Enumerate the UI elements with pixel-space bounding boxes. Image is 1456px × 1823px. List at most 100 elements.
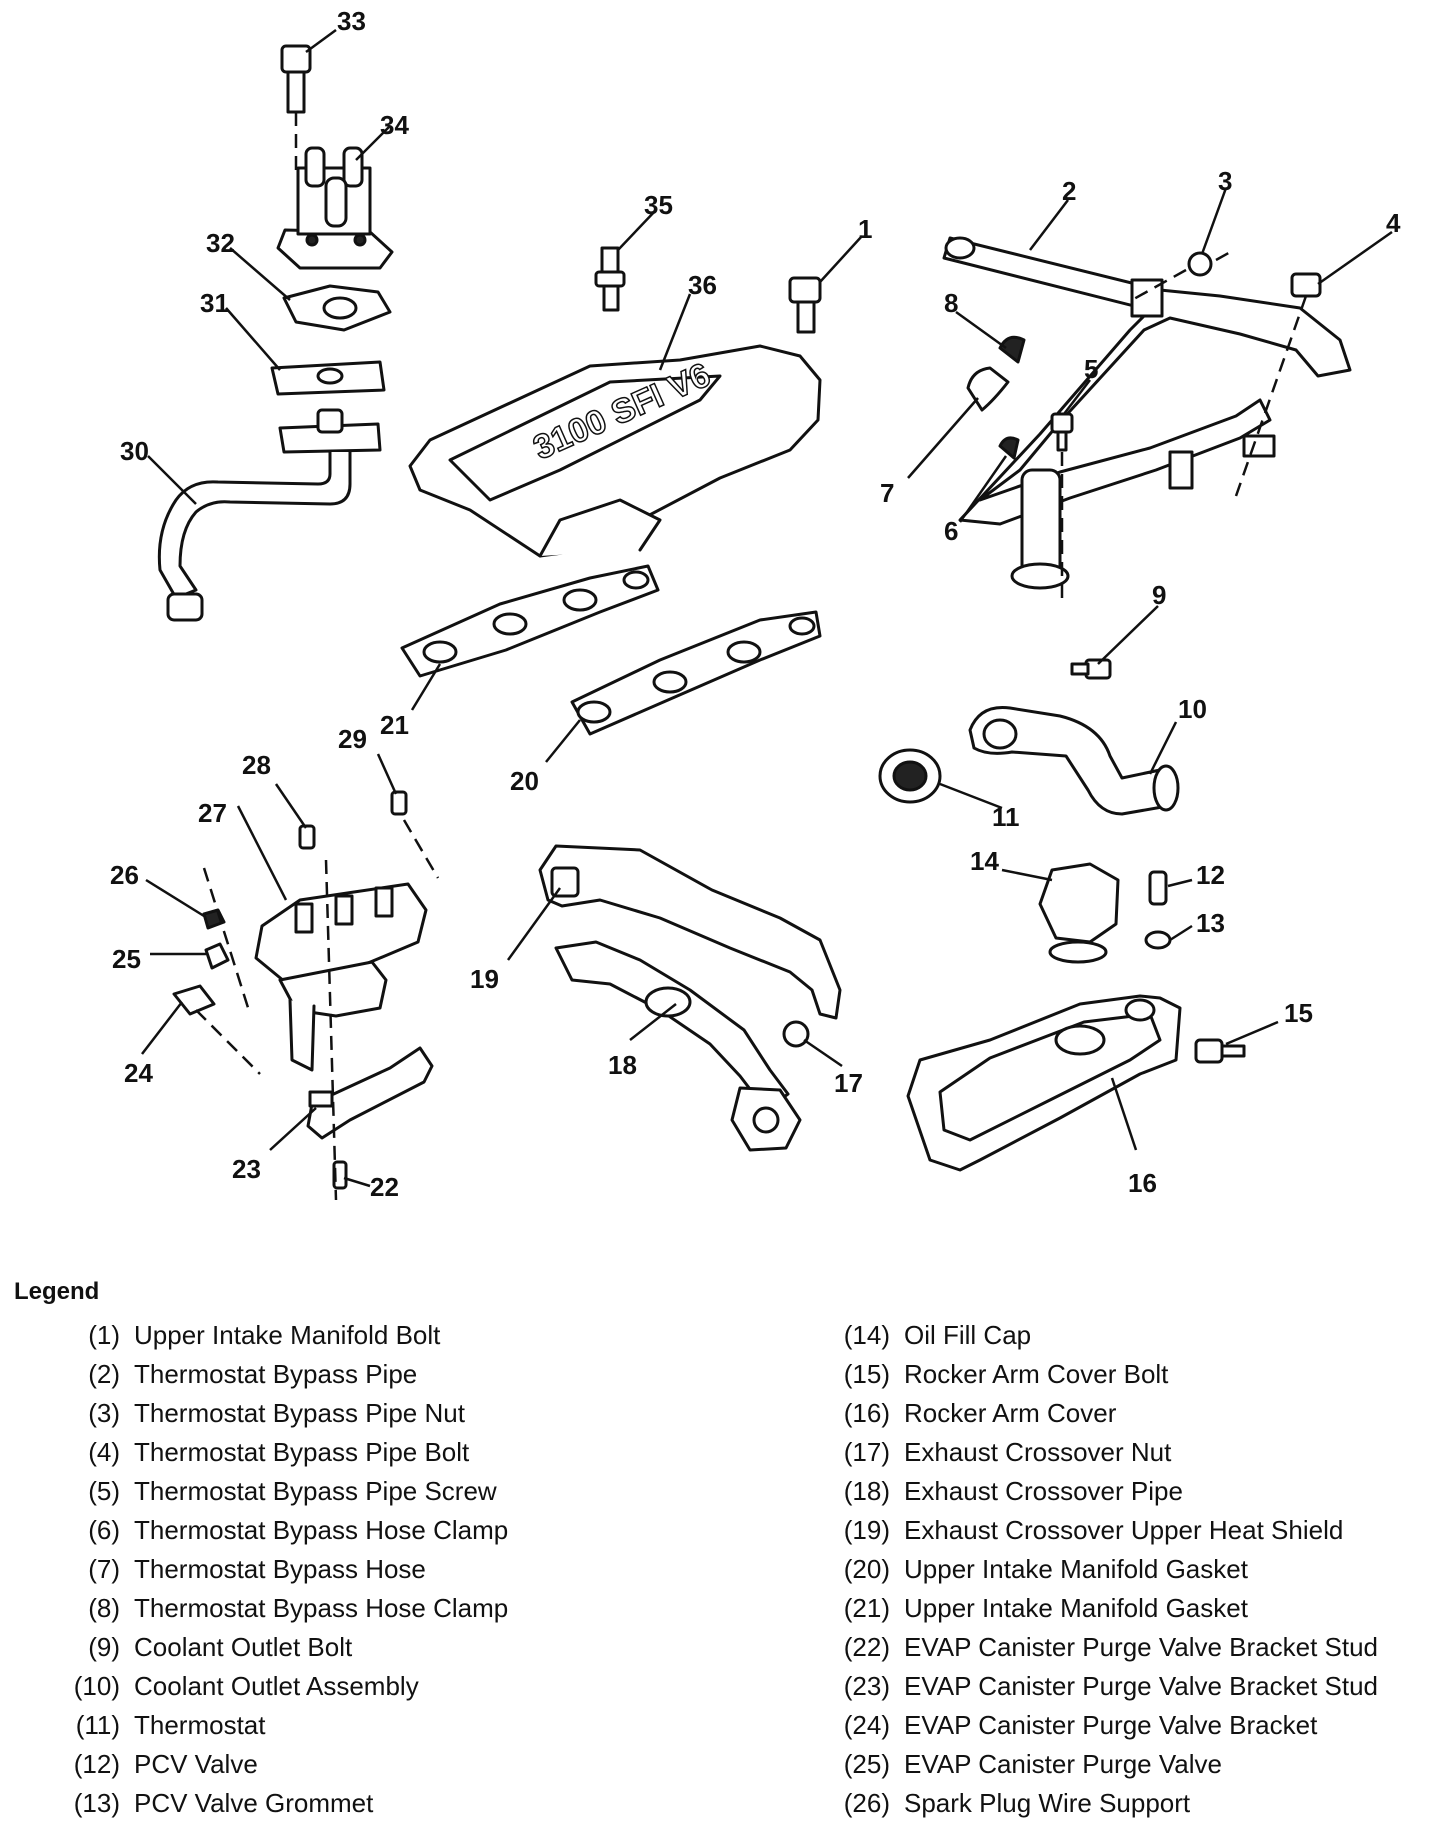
part-30-pipe [157,408,382,622]
legend-item: (7) Thermostat Bypass Hose [54,1550,508,1589]
callout-1: 1 [858,214,872,244]
callout-4: 4 [1386,208,1401,238]
legend-number: (8) [88,1593,120,1623]
legend-item: (2)Thermostat Bypass Pipe [54,1355,508,1394]
callout-29: 29 [338,724,367,754]
part-32-gasket [282,284,392,332]
callout-11: 11 [992,802,1020,832]
legend-label: EVAP Canister Purge Valve [904,1749,1222,1779]
callout-30: 30 [120,436,149,466]
legend-item: (14)Oil Fill Cap [824,1316,1378,1355]
legend-item: (10)Coolant Outlet Assembly [54,1667,508,1706]
callout-32: 32 [206,228,235,258]
part-34-ignition-assembly [276,146,394,270]
legend-label: Upper Intake Manifold Bolt [134,1320,441,1350]
legend-item: (22)EVAP Canister Purge Valve Bracket St… [824,1628,1378,1667]
legend-column-left: (1) Upper Intake Manifold Bolt (2)Thermos… [54,1316,509,1823]
legend-label: Coolant Outlet Bolt [134,1632,353,1662]
legend-label: Rocker Arm Cover [904,1398,1117,1428]
callout-8: 8 [944,288,958,318]
callout-26: 26 [110,860,139,890]
legend-label: Spark Plug Wire Support [904,1788,1191,1818]
legend-number: (10) [73,1671,120,1701]
legend-label: PCV Valve [134,1749,258,1779]
legend-label: Thermostat Bypass Hose Clamp [134,1515,509,1545]
part-14-oil-fill-cap [1038,862,1120,964]
callout-10: 10 [1178,694,1207,724]
legend-number: (3) [88,1398,120,1428]
legend-label: Thermostat Bypass Pipe Screw [134,1476,497,1506]
legend-item: (21) Upper Intake Manifold Gasket [824,1589,1378,1628]
callout-12: 12 [1196,860,1225,890]
legend-item: (16) Rocker Arm Cover [824,1394,1378,1433]
legend-number: (23) [843,1671,890,1701]
legend-label: Rocker Arm Cover Bolt [904,1359,1169,1389]
legend-number: (12) [73,1749,120,1779]
part-10-coolant-outlet [968,705,1180,816]
part-13-grommet [1144,930,1172,950]
part-11-thermostat [878,748,942,804]
callout-18: 18 [608,1050,637,1080]
callout-numbers: 33 34 32 31 30 35 36 1 2 3 4 5 8 7 6 9 1… [110,6,1401,1202]
legend-item: (1) Upper Intake Manifold Bolt [54,1316,508,1355]
legend-number: (17) [843,1437,890,1467]
part-25-purge-valve [204,942,230,970]
legend-number: (7) [88,1554,120,1584]
legend-number: (19) [843,1515,890,1545]
legend-number: (21) [843,1593,890,1623]
part-36-upper-intake-manifold: 3100 SFI V6 [408,344,822,558]
legend-title: Legend [14,1278,100,1305]
callout-27: 27 [198,798,227,828]
callout-22: 22 [370,1172,399,1202]
callout-23: 23 [232,1154,261,1184]
part-4-bolt [1290,272,1322,298]
part-20-gasket [570,610,822,736]
callout-20: 20 [510,766,539,796]
legend-number: (1) [88,1320,120,1350]
callout-24: 24 [124,1058,153,1088]
callout-2: 2 [1062,176,1076,206]
legend-item: (11) Thermostat [54,1706,508,1745]
legend-number: (25) [843,1749,890,1779]
legend-label: PCV Valve Grommet [134,1788,374,1818]
legend-item: (24) EVAP Canister Purge Valve Bracket [824,1706,1378,1745]
legend-number: (26) [843,1788,890,1818]
part-22-stud [332,1160,348,1190]
part-12-pcv-valve [1148,870,1168,906]
legend-label: Upper Intake Manifold Gasket [904,1593,1248,1623]
part-9-bolt [1070,658,1112,680]
legend-label: Oil Fill Cap [904,1320,1032,1350]
callout-17: 17 [834,1068,863,1098]
legend-column-right: (14)Oil Fill Cap (15) Rocker Arm Cover Bo… [824,1316,1378,1823]
part-17-nut [782,1020,810,1048]
legend-label: Thermostat Bypass Pipe [134,1359,418,1389]
part-1-bolt [788,276,822,334]
part-24-bracket [172,984,216,1016]
legend-label: Thermostat [134,1710,266,1740]
legend-number: (11) [75,1710,120,1740]
legend-number: (24) [843,1710,890,1740]
legend: Legend (1) Upper Intake Manifold Bolt (2)… [0,1268,1456,1818]
part-21-gasket [400,564,660,678]
callout-21: 21 [380,710,409,740]
legend-item: (25) EVAP Canister Purge Valve [824,1745,1378,1784]
part-29-stud [390,790,408,816]
legend-item: (18)Exhaust Crossover Pipe [824,1472,1378,1511]
legend-label: Thermostat Bypass Hose [134,1554,426,1584]
bypass-pipe-riser [1010,468,1070,590]
legend-number: (6) [88,1515,120,1545]
legend-label: EVAP Canister Purge Valve Bracket Stud [904,1671,1379,1701]
legend-item: (8)Thermostat Bypass Hose Clamp [54,1589,508,1628]
legend-number: (15) [843,1359,890,1389]
legend-number: (9) [88,1632,120,1662]
legend-number: (4) [88,1437,120,1467]
legend-number: (16) [843,1398,890,1428]
callout-34: 34 [380,110,409,140]
callout-35: 35 [644,190,673,220]
callout-15: 15 [1284,998,1313,1028]
legend-number: (18) [843,1476,890,1506]
legend-item: (13)PCV Valve Grommet [54,1784,508,1823]
callout-14: 14 [970,846,999,876]
legend-label: EVAP Canister Purge Valve Bracket [904,1710,1318,1740]
legend-item: (12) PCV Valve [54,1745,508,1784]
